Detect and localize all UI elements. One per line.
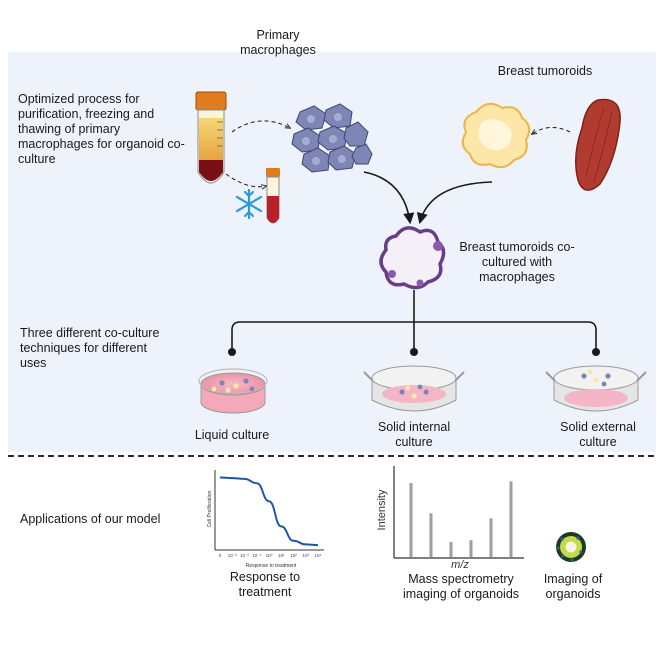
dashed-arrow	[231, 120, 290, 133]
snowflake-icon	[235, 188, 263, 220]
dose-tick-label: 10⁴	[315, 553, 322, 558]
process-description: Optimized process for purification, free…	[18, 92, 185, 166]
branch-dot	[228, 348, 236, 356]
mass-spec-chart	[393, 466, 524, 559]
primary-macrophages-label: Primary macrophages	[240, 28, 316, 57]
breast-tissue-icon	[575, 98, 621, 191]
solid-internal-culture-icon	[363, 365, 465, 412]
blood-tube-icon	[195, 91, 227, 184]
dose-tick-label: 10⁻²	[240, 553, 249, 558]
dose-response-caption: Response to treatment	[229, 570, 301, 599]
branch-dot	[410, 348, 418, 356]
dashed-arrow	[532, 127, 571, 134]
mass-spec-caption: Mass spectrometry imaging of organoids	[402, 572, 520, 601]
dose-tick-label: 10³	[302, 553, 309, 558]
imaging-caption: Imaging of organoids	[543, 572, 603, 601]
tumoroid-icon	[461, 102, 531, 169]
merge-arrow-left	[363, 171, 415, 225]
cocultured-organoid-icon	[379, 226, 446, 290]
techniques-description: Three different co-culture techniques fo…	[20, 326, 160, 370]
dose-xlabel: Response to treatment	[245, 563, 297, 569]
ms-peak-bar	[409, 483, 413, 557]
dose-tick-label: 10⁰	[266, 553, 273, 558]
merge-arrow-right	[416, 181, 493, 225]
cryovial-icon	[266, 168, 280, 224]
branch-dot	[592, 348, 600, 356]
organoid-imaging-icon	[556, 532, 586, 562]
ms-xlabel: m/z	[451, 559, 469, 571]
dose-tick-label: 10⁻¹	[252, 553, 261, 558]
ms-ylabel: Intensity	[376, 489, 388, 531]
ms-peak-bar	[489, 518, 493, 557]
liquid-culture-dish-icon	[198, 368, 268, 414]
dose-curve-line	[219, 476, 319, 547]
branch-connector	[231, 290, 597, 350]
dose-ylabel: Cell Proliferation	[207, 490, 213, 528]
ms-peak-bar	[509, 481, 513, 557]
method-label-liquid: Liquid culture	[194, 428, 270, 442]
applications-label: Applications of our model	[20, 512, 161, 526]
method-label-solid-external: Solid external culture	[560, 420, 636, 449]
macrophage-cluster-icon	[291, 103, 373, 173]
breast-tumoroids-label: Breast tumoroids	[497, 64, 593, 78]
ms-peak-bar	[449, 541, 453, 557]
dashed-arrow	[225, 173, 266, 187]
cocultured-label: Breast tumoroids co-cultured with macrop…	[459, 240, 575, 284]
ms-peak-bar	[469, 540, 473, 557]
dose-tick-label: 10⁻³	[228, 553, 237, 558]
ms-peak-bar	[429, 513, 433, 557]
dose-tick-label: 0	[219, 553, 222, 558]
solid-external-culture-icon	[545, 365, 647, 412]
dose-tick-label: 10²	[290, 553, 297, 558]
method-label-solid-internal: Solid internal culture	[377, 420, 451, 449]
dose-tick-label: 10¹	[278, 553, 285, 558]
